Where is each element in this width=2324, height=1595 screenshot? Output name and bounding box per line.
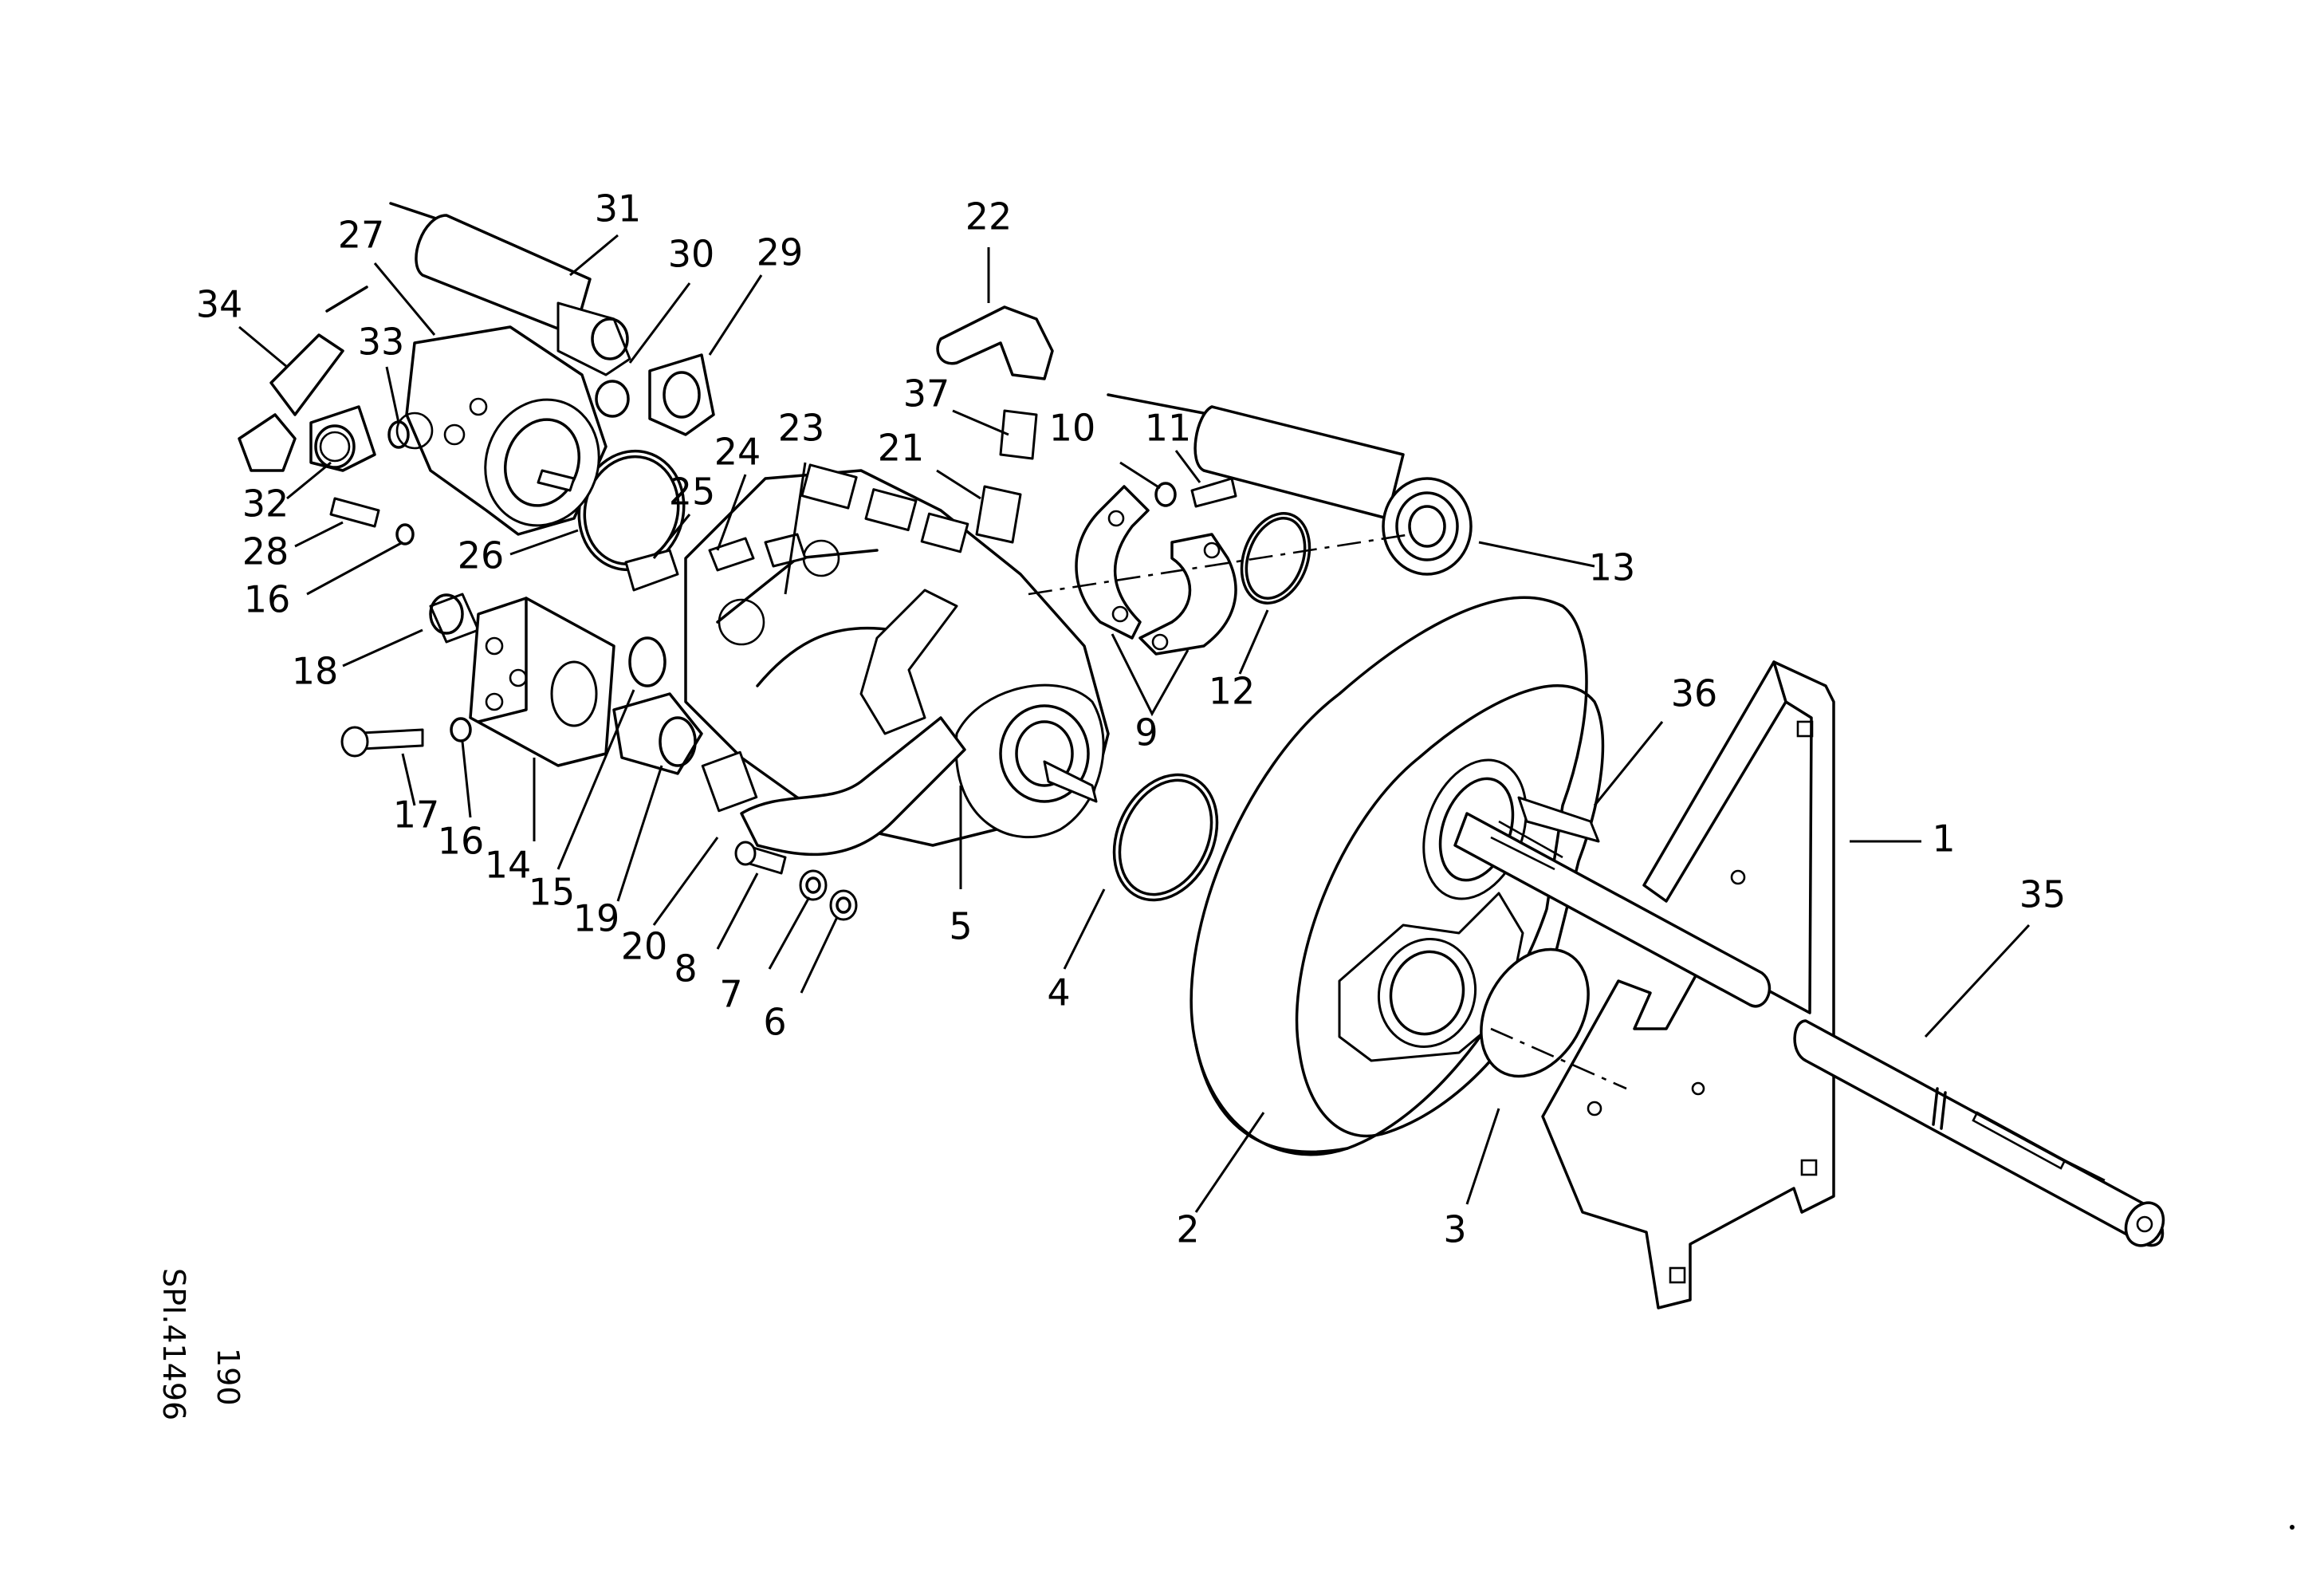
callout-8: 8 [674,947,697,990]
callout-6: 6 [763,1001,786,1044]
part-24-nipple [708,537,755,572]
callout-15: 15 [529,871,576,914]
callout-13: 13 [1589,546,1636,589]
part-28-screw [329,497,380,528]
callout-1: 1 [1932,817,1955,861]
callout-36: 36 [1671,672,1718,715]
callout-21: 21 [878,427,925,470]
callout-24: 24 [714,431,761,474]
callout-23: 23 [778,407,825,450]
part-7-washer [799,869,828,901]
part-16-washer-lower [450,717,472,742]
callout-7: 7 [719,973,742,1016]
part-8-screw [734,841,787,875]
callout-31: 31 [595,187,642,230]
part-37-adapter [999,409,1038,460]
callout-16b: 16 [438,820,485,863]
callout-2: 2 [1176,1208,1199,1251]
part-32-flange [309,405,376,472]
callout-19: 19 [573,897,620,940]
callout-28: 28 [242,530,289,573]
part-22-elbow-hose [936,305,1054,380]
part-17-bolt [340,726,424,758]
callout-27: 27 [338,214,385,257]
drawing-reference-block: SPI.41496 190 [156,1268,246,1420]
callout-14: 14 [485,844,532,887]
callout-17: 17 [393,794,440,837]
part-9-clamp-halves [1075,485,1237,656]
callout-10: 10 [1049,407,1096,450]
part-6-washer [829,889,858,921]
part-5-hydraulic-pump [684,463,1110,857]
callout-22: 22 [965,195,1013,238]
part-18-plug [429,593,480,644]
part-31-hose [389,202,631,376]
callout-32: 32 [242,482,289,526]
drawing-reference-code: SPI.41496 [156,1268,191,1420]
part-1-bracket-plate [1541,660,1835,1309]
part-19-fitting [612,692,703,775]
corner-dot [2290,1525,2295,1530]
part-35-output-shaft [1793,1019,2165,1247]
callout-30: 30 [668,233,715,276]
part-36-key [1517,796,1600,843]
callout-9: 9 [1134,711,1158,754]
callout-5: 5 [949,905,972,948]
part-16-washer-upper [395,523,415,545]
callout-35: 35 [2019,873,2066,916]
part-11-screw [1190,477,1237,508]
part-3-cover-disc [1480,947,1590,1078]
part-23-nipple [764,533,807,568]
callout-26: 26 [458,534,505,577]
drawing-page-number: 190 [210,1348,246,1406]
part-34-elbow-hose [238,286,368,472]
part-21-adapter [975,485,1022,544]
part-25-fitting [624,549,679,592]
part-10-seal-ring [1154,482,1177,507]
callout-3: 3 [1443,1208,1466,1251]
part-13-hose-fitting [1107,393,1473,576]
callout-20: 20 [621,925,668,968]
callout-4: 4 [1047,971,1070,1014]
callout-33: 33 [358,321,405,364]
callout-16a: 16 [244,578,291,621]
callout-18: 18 [292,650,339,693]
part-29-flange [648,353,715,436]
part-27-auxiliary-pump [395,325,608,536]
part-15-o-ring [628,636,667,687]
part-14-valve-block [469,597,615,767]
input-shaft [1453,812,1772,1008]
callout-12: 12 [1209,670,1256,713]
part-12-o-ring [1240,512,1311,605]
callout-labels: 1 2 3 4 5 6 7 8 9 10 11 12 13 14 15 16 1… [196,187,2066,1251]
callout-25: 25 [669,471,716,514]
callout-29: 29 [757,231,804,274]
part-4-large-o-ring [1112,773,1219,902]
callout-11: 11 [1145,407,1192,450]
callout-37: 37 [903,372,950,415]
callout-34: 34 [196,283,243,326]
part-30-o-ring [595,380,630,418]
leader-lines [238,234,2031,1213]
